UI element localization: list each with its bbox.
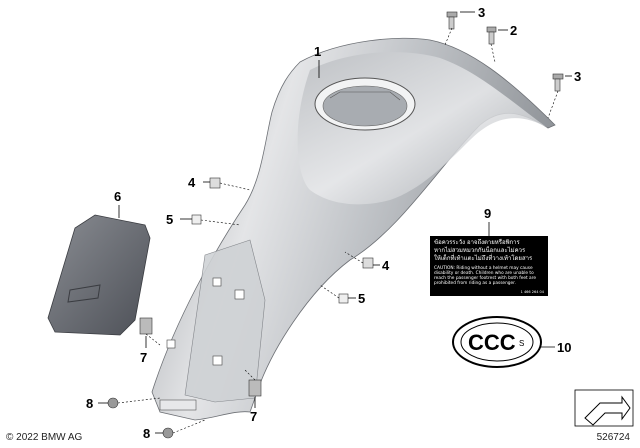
callout-5-right: 5 <box>358 291 365 306</box>
callout-7-left: 7 <box>140 350 147 365</box>
callout-4-right: 4 <box>382 258 390 273</box>
screw-8b <box>162 427 174 439</box>
callout-3-right: 3 <box>574 69 581 84</box>
copyright-text: © 2022 BMW AG <box>6 432 83 443</box>
ccc-letters: CCC <box>468 330 516 355</box>
orientation-icon <box>574 389 634 427</box>
callout-6: 6 <box>114 189 121 204</box>
diagram-id: 526724 <box>596 432 630 443</box>
warning-thai-line2: หากไม่สวมหมวกกันน็อกและไม่ควร <box>434 247 526 254</box>
cover-part <box>47 214 151 336</box>
warning-label: ข้อควรระวัง อาจถึงตายหรือพิการ หากไม่สวม… <box>430 236 548 296</box>
ccc-suffix: S <box>519 339 524 348</box>
clip-5a <box>191 214 202 225</box>
callout-4-left: 4 <box>188 175 196 190</box>
screw-2 <box>486 26 497 45</box>
bracket-7b <box>248 379 262 397</box>
clip-4b <box>362 257 374 269</box>
clip-5b <box>338 293 349 304</box>
ccc-mark: CCC S <box>452 316 542 368</box>
screw-3b <box>552 73 564 92</box>
warning-code: 1 466 264 04 <box>520 290 544 294</box>
callout-2: 2 <box>510 23 517 38</box>
callout-3-top: 3 <box>478 5 485 20</box>
clip-4a <box>209 177 221 189</box>
screw-8a <box>107 397 119 409</box>
callout-8-bottom: 8 <box>143 426 150 441</box>
callout-1: 1 <box>314 44 321 59</box>
warning-thai-line3: ให้เด็กที่เท้าแตะไม่ถึงที่วางเท้าโดยสาร <box>434 255 533 262</box>
screw-3a <box>446 11 458 30</box>
bracket-7a <box>139 317 153 335</box>
callout-10: 10 <box>557 340 571 355</box>
callout-8-left: 8 <box>86 396 93 411</box>
warning-thai-line1: ข้อควรระวัง อาจถึงตายหรือพิการ <box>434 239 520 246</box>
callout-9: 9 <box>484 206 491 221</box>
callout-7-right: 7 <box>250 409 257 424</box>
callout-5-left: 5 <box>166 212 173 227</box>
warning-english-text: CAUTION: Riding without a helmet may cau… <box>434 266 536 286</box>
